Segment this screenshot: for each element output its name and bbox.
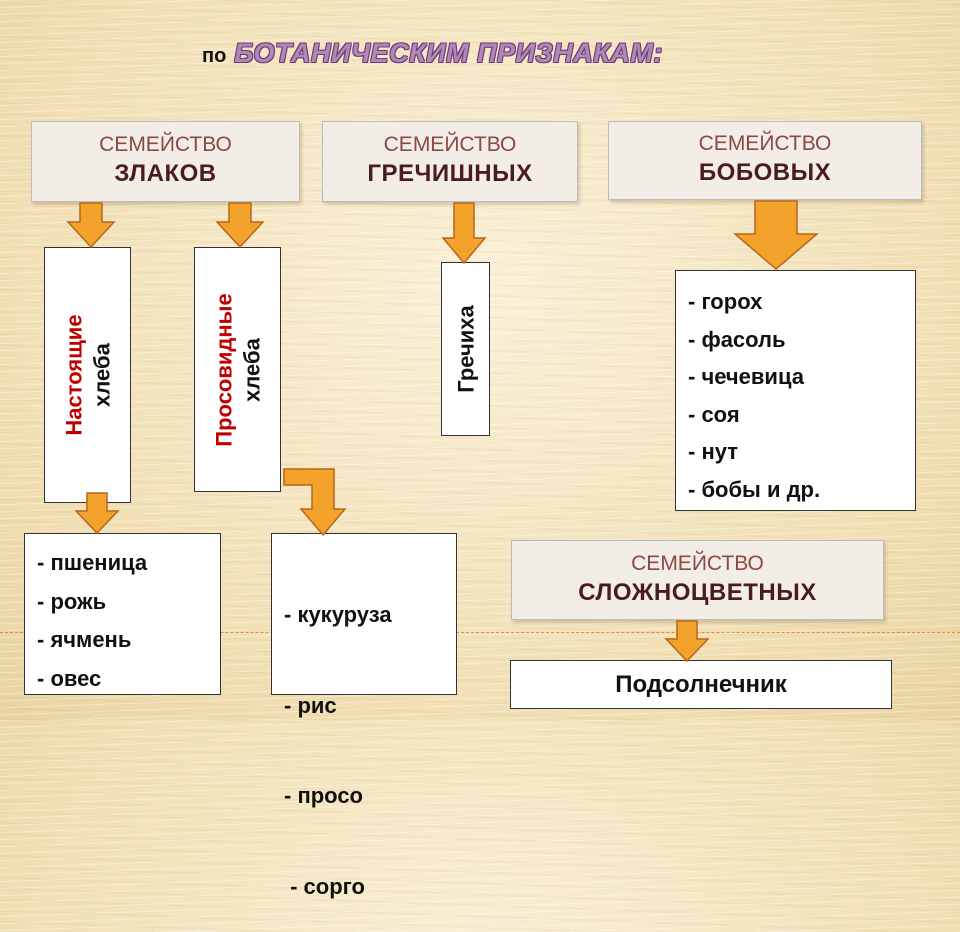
family-label: СЕМЕЙСТВО: [631, 551, 764, 575]
arrow-down-icon: [733, 200, 819, 270]
family-box-cereals: СЕМЕЙСТВО ЗЛАКОВ: [31, 121, 300, 202]
list-item: - ячмень: [37, 627, 132, 652]
list-item: - пшеница: [37, 550, 148, 575]
group-title: Гречиха: [452, 305, 478, 393]
divider-line: [0, 632, 960, 633]
list-item: - чечевица: [688, 364, 804, 389]
family-name: ЗЛАКОВ: [114, 160, 217, 188]
group-title: Просовидные: [211, 292, 236, 447]
list-item: - кукуруза: [284, 602, 392, 627]
family-name: ГРЕЧИШНЫХ: [367, 160, 533, 188]
family-box-composites: СЕМЕЙСТВО СЛОЖНОЦВЕТНЫХ: [511, 540, 884, 620]
arrow-down-icon: [74, 492, 120, 534]
list-item: - рожь: [37, 588, 107, 614]
list-item: - овес: [37, 665, 102, 691]
list-item: - рис: [284, 692, 337, 718]
list-item: - нут: [688, 439, 739, 464]
title-main: БОТАНИЧЕСКИМ ПРИЗНАКАМ:: [234, 38, 663, 68]
arrow-bent-down-icon: [283, 468, 347, 537]
family-label: СЕМЕЙСТВО: [383, 133, 517, 157]
list-item: - горох: [688, 289, 763, 314]
list-item: - просо: [284, 783, 363, 808]
family-name: СЛОЖНОЦВЕТНЫХ: [578, 578, 817, 606]
group-true-breads: Настоящие хлеба: [44, 247, 131, 503]
group-buckwheat: Гречиха: [441, 262, 490, 436]
result-label: Подсолнечник: [615, 670, 787, 698]
family-label: СЕМЕЙСТВО: [698, 132, 832, 156]
sunflower-box: Подсолнечник: [510, 660, 892, 709]
legumes-list: - горох - фасоль - чечевица - соя - нут …: [675, 270, 916, 511]
group-subtitle: хлеба: [88, 343, 114, 407]
list-item: - фасоль: [688, 326, 786, 352]
title-prefix: по: [202, 45, 227, 67]
list-item: - сорго: [284, 873, 365, 899]
group-millet-breads: Просовидные хлеба: [194, 247, 281, 492]
list-item: - бобы и др.: [688, 476, 821, 502]
list-item: - соя: [688, 401, 740, 427]
slide-title: по БОТАНИЧЕСКИМ ПРИЗНАКАМ:: [202, 38, 663, 72]
arrow-down-icon: [664, 620, 710, 662]
arrow-down-icon: [215, 202, 265, 248]
arrow-down-icon: [441, 202, 487, 264]
arrow-down-icon: [66, 202, 116, 248]
family-box-legumes: СЕМЕЙСТВО БОБОВЫХ: [608, 121, 922, 200]
true-breads-list: - пшеница - рожь - ячмень - овес: [24, 533, 221, 695]
family-box-buckwheat: СЕМЕЙСТВО ГРЕЧИШНЫХ: [322, 121, 578, 202]
family-label: СЕМЕЙСТВО: [99, 133, 232, 157]
family-name: БОБОВЫХ: [698, 159, 832, 187]
group-subtitle: хлеба: [238, 337, 264, 402]
group-title: Настоящие: [61, 314, 86, 436]
millet-breads-list: - кукуруза - рис - просо - сорго: [271, 533, 457, 899]
